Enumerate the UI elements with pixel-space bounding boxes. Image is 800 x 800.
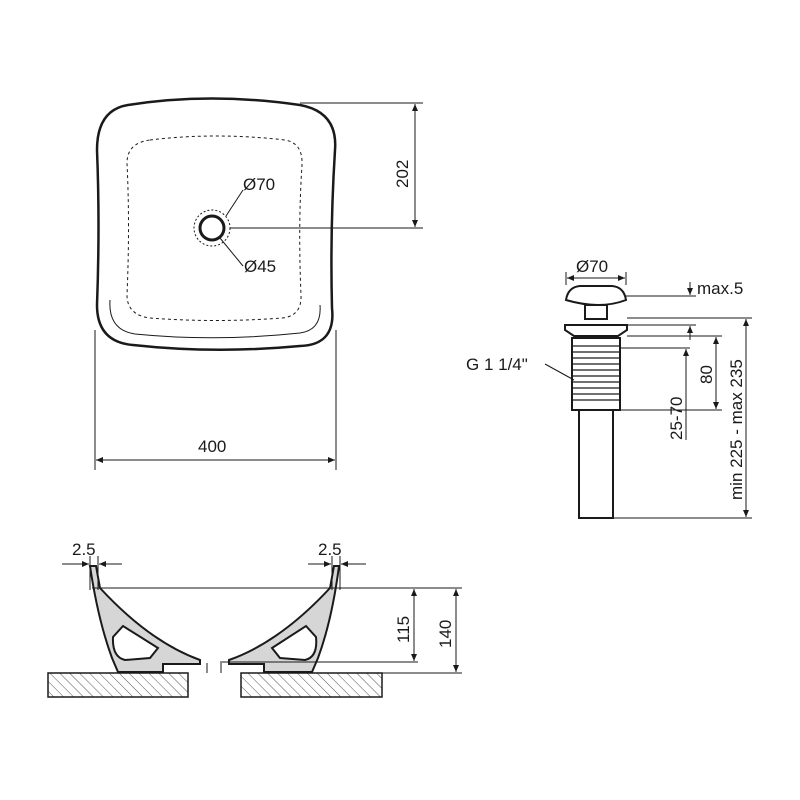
drain-thread-body bbox=[571, 337, 621, 411]
dim-thread-length: 80 bbox=[697, 365, 716, 384]
dim-width: 400 bbox=[198, 437, 226, 456]
dim-adjust-range: 25-70 bbox=[667, 397, 686, 440]
drain-stem bbox=[584, 304, 608, 320]
dim-total-length: min 225 - max 235 bbox=[727, 359, 746, 500]
drain-tail-pipe bbox=[578, 409, 614, 519]
dim-left-wall: 2.5 bbox=[72, 540, 96, 559]
dim-right-wall: 2.5 bbox=[318, 540, 342, 559]
dim-cap-gap: max.5 bbox=[697, 279, 743, 298]
drain-flange bbox=[564, 324, 628, 337]
dim-depth: 202 bbox=[393, 160, 412, 188]
bowl-dashed-outline bbox=[126, 135, 303, 321]
thread-lines bbox=[573, 345, 619, 401]
dim-cap-diameter: Ø70 bbox=[576, 257, 608, 276]
cutout-right bbox=[270, 624, 318, 662]
dim-outer-height: 140 bbox=[436, 620, 455, 648]
counter-left bbox=[47, 672, 189, 698]
counter-right bbox=[240, 672, 383, 698]
drain-view bbox=[544, 272, 752, 519]
basin-top-outline bbox=[95, 97, 337, 352]
dim-inner-hole: Ø45 bbox=[244, 257, 276, 276]
dim-inner-height: 115 bbox=[394, 616, 413, 643]
dim-outer-hole: Ø70 bbox=[243, 175, 275, 194]
cutout-left bbox=[111, 624, 160, 662]
side-view bbox=[47, 556, 462, 698]
basin-inner-rim bbox=[109, 299, 321, 339]
thread-label: G 1 1/4" bbox=[466, 355, 528, 374]
drain-inner-circle bbox=[198, 214, 226, 242]
drain-cap bbox=[564, 285, 628, 306]
top-view bbox=[94, 97, 423, 470]
